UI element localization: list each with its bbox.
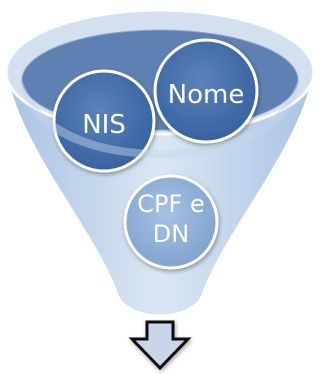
down-arrow-icon — [128, 320, 192, 371]
circle-nome — [153, 38, 259, 144]
label-nome: Nome — [168, 80, 245, 110]
circle-nis — [52, 69, 156, 173]
label-nis: NIS — [82, 110, 126, 140]
label-cpf-line1: CPF e — [137, 190, 204, 218]
label-cpf-line2: DN — [153, 220, 189, 248]
circle-cpf-dn — [123, 174, 219, 270]
